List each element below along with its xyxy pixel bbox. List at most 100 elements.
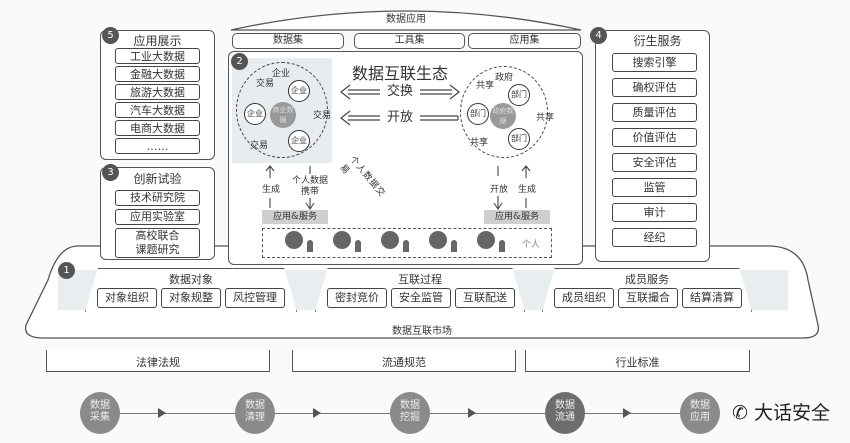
market-group-title: 数据对象 <box>169 273 213 286</box>
enterprise-label: 企业 <box>272 69 291 79</box>
data-application-title: 数据应用 <box>386 14 426 25</box>
government-label: 政府 <box>495 73 514 83</box>
personal-data-icon <box>429 231 447 249</box>
flow-arrow-icon <box>158 408 166 418</box>
market-group-title: 互联过程 <box>398 273 442 286</box>
flow-arrows <box>265 165 531 210</box>
app-service-right: 应用&服务 <box>484 210 550 224</box>
person-icon <box>499 240 505 252</box>
data-application-arc <box>230 10 582 31</box>
department-node: 部门 <box>467 103 489 125</box>
personal-area <box>262 228 552 258</box>
generate-label-left: 生成 <box>262 185 281 195</box>
section-number-1: 1 <box>58 262 75 279</box>
derived-service-item[interactable]: 监管 <box>612 178 697 197</box>
app-service-left: 应用&服务 <box>262 210 328 224</box>
market-item[interactable]: 结算清算 <box>682 288 742 308</box>
trade-label: 交易 <box>250 141 269 151</box>
app-showcase-title: 应用展示 <box>133 34 182 48</box>
tab-appset[interactable]: 应用集 <box>468 33 581 49</box>
portable-label: 个人数据携带 <box>291 176 328 197</box>
market-item[interactable]: 对象规整 <box>161 288 221 308</box>
open-label-right: 开放 <box>490 185 509 195</box>
generate-label-right: 生成 <box>518 185 537 195</box>
innovation-item[interactable]: 高校联合 课题研究 <box>115 228 200 258</box>
showcase-item[interactable]: …… <box>115 138 200 154</box>
derived-services-title: 衍生服务 <box>633 34 682 48</box>
market-item[interactable]: 密封竞价 <box>327 288 387 308</box>
flow-step: 数据流通 <box>545 392 585 434</box>
section-number-4: 4 <box>590 27 607 44</box>
derived-service-item[interactable]: 确权评估 <box>612 78 697 97</box>
market-item[interactable]: 互联撮合 <box>618 288 678 308</box>
derived-service-item[interactable]: 价值评估 <box>612 128 697 147</box>
person-icon <box>307 240 313 252</box>
base-industry-standards: 行业标准 <box>525 350 750 372</box>
wechat-icon: ✆ <box>732 402 748 424</box>
watermark: ✆ 大话安全 <box>732 398 830 425</box>
person-icon <box>355 240 361 252</box>
market-item[interactable]: 对象组织 <box>97 288 157 308</box>
person-icon <box>451 240 457 252</box>
derived-service-item[interactable]: 安全评估 <box>612 153 697 172</box>
department-node: 部门 <box>508 84 530 106</box>
ecosystem-title: 数据互联生态 <box>351 64 448 83</box>
flow-step: 数据挖掘 <box>390 392 430 434</box>
flow-arrow-icon <box>468 408 476 418</box>
enterprise-ring <box>236 62 328 158</box>
share-label: 共享 <box>470 138 489 148</box>
flow-step: 数据采集 <box>80 392 120 434</box>
flow-step: 数据清理 <box>235 392 275 434</box>
personal-data-icon <box>477 231 495 249</box>
market-item[interactable]: 成员组织 <box>554 288 614 308</box>
government-ring <box>460 66 548 158</box>
exchange-label: 交换 <box>380 84 420 100</box>
trade-label: 交易 <box>256 79 275 89</box>
showcase-item[interactable]: 金融大数据 <box>115 66 200 82</box>
market-title: 数据互联市场 <box>392 326 452 337</box>
person-icon <box>403 240 409 252</box>
derived-service-item[interactable]: 质量评估 <box>612 103 697 122</box>
innovation-title: 创新试验 <box>133 172 182 186</box>
showcase-item[interactable]: 旅游大数据 <box>115 84 200 100</box>
open-label: 开放 <box>380 110 420 126</box>
flow-step-label: 数据应用 <box>690 400 710 423</box>
base-laws: 法律法规 <box>46 350 270 372</box>
enterprise-node: 企业 <box>288 80 310 102</box>
tab-toolset[interactable]: 工具集 <box>354 33 465 49</box>
base-circulation-norms: 流通规范 <box>292 350 516 372</box>
innovation-item[interactable]: 技术研究院 <box>115 190 200 206</box>
share-label: 共享 <box>476 81 495 91</box>
derived-service-item[interactable]: 搜索引擎 <box>612 53 697 72</box>
market-item[interactable]: 互联配送 <box>455 288 515 308</box>
flow-step-label: 数据清理 <box>245 400 265 423</box>
showcase-item[interactable]: 工业大数据 <box>115 48 200 64</box>
flow-step-label: 数据挖掘 <box>400 400 420 423</box>
share-label: 共享 <box>536 113 555 123</box>
innovation-item[interactable]: 应用实验室 <box>115 209 200 225</box>
market-group-title: 成员服务 <box>625 273 669 286</box>
flow-step: 数据应用 <box>680 392 720 434</box>
tab-dataset[interactable]: 数据集 <box>232 33 344 49</box>
derived-service-item[interactable]: 经纪 <box>612 228 697 247</box>
personal-data-icon <box>381 231 399 249</box>
flow-step-label: 数据采集 <box>90 400 110 423</box>
personal-data-icon <box>285 231 303 249</box>
person-label: 个人 <box>522 240 541 250</box>
government-data-core: 政府数据 <box>490 103 516 129</box>
section-number-2: 2 <box>231 53 248 70</box>
flow-arrow-icon <box>313 408 321 418</box>
showcase-item[interactable]: 汽车大数据 <box>115 102 200 118</box>
showcase-item[interactable]: 电商大数据 <box>115 120 200 136</box>
section-number-3: 3 <box>102 164 119 181</box>
section-number-5: 5 <box>102 27 119 44</box>
derived-service-item[interactable]: 审计 <box>612 203 697 222</box>
personal-data-icon <box>333 231 351 249</box>
flow-arrow-icon <box>623 408 631 418</box>
market-item[interactable]: 安全监管 <box>391 288 451 308</box>
watermark-text: 大话安全 <box>753 402 830 424</box>
enterprise-node: 企业 <box>244 103 266 125</box>
market-item[interactable]: 风控管理 <box>225 288 285 308</box>
department-node: 部门 <box>508 128 530 150</box>
flow-step-label: 数据流通 <box>555 400 575 423</box>
